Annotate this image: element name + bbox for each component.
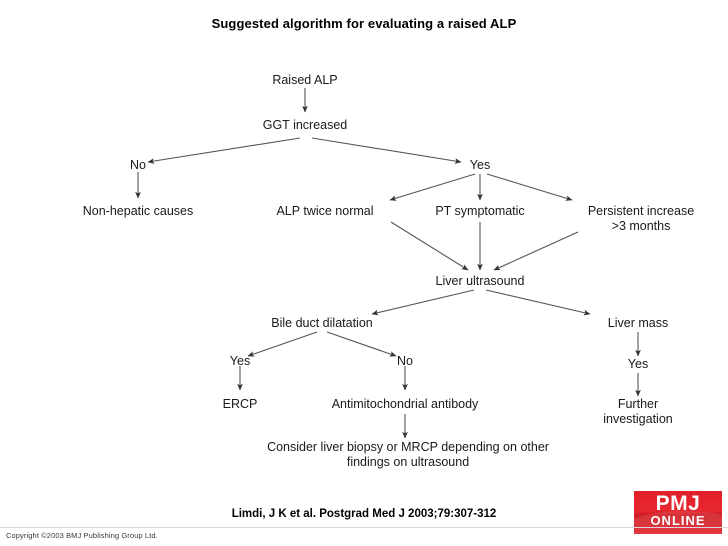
edge-ultrasound-to-bile-duct [371,289,475,316]
node-raised-alp: Raised ALP [272,73,337,87]
copyright-text: Copyright ©2003 BMJ Publishing Group Ltd… [6,531,158,540]
node-bile-yes: Yes [230,354,250,368]
logo-main-text: PMJ [655,492,701,515]
edge-alp-twice-to-ultrasound [390,221,469,271]
node-bile-no: No [397,354,413,368]
edge-persistent-increase-to-ultrasound [493,231,579,271]
node-branch-no: No [130,158,146,172]
node-pt-symptomatic: PT symptomatic [435,204,524,218]
node-consider-line2: findings on ultrasound [347,455,469,469]
algorithm-flowchart: Raised ALP GGT increased No Yes Non-hepa… [0,50,728,480]
node-mass-yes: Yes [628,357,648,371]
edge-yes-to-alp-twice [389,173,476,201]
node-liver-mass: Liver mass [608,316,668,330]
edge-bile-duct-to-no [326,331,397,357]
pmj-online-logo: PMJ ONLINE [634,491,722,534]
page-title: Suggested algorithm for evaluating a rai… [211,16,517,31]
node-antimitochondrial-antibody: Antimitochondrial antibody [332,397,479,411]
node-ercp: ERCP [223,397,258,411]
logo-sheen [634,511,722,534]
footer-divider [0,527,728,528]
node-further-investigation-line1: Further [618,397,658,411]
node-bile-duct-dilatation: Bile duct dilatation [271,316,373,330]
node-consider-line1: Consider liver biopsy or MRCP depending … [267,440,549,454]
edge-ggt-to-no [147,137,301,164]
edge-yes-to-persistent-increase [486,173,573,201]
node-persistent-increase-line1: Persistent increase [588,204,694,218]
node-further-investigation-line2: investigation [603,412,673,426]
edge-ultrasound-to-liver-mass [485,289,591,316]
node-non-hepatic-causes: Non-hepatic causes [83,204,193,218]
citation-text: Limdi, J K et al. Postgrad Med J 2003;79… [231,508,497,520]
node-persistent-increase-line2: >3 months [612,219,671,233]
node-alp-twice-normal: ALP twice normal [276,204,373,218]
logo-sub-text: ONLINE [650,513,706,528]
edge-ggt-to-yes [311,137,462,164]
node-liver-ultrasound: Liver ultrasound [436,274,525,288]
edge-bile-duct-to-yes [247,331,318,357]
node-branch-yes: Yes [470,158,490,172]
node-ggt-increased: GGT increased [263,118,348,132]
